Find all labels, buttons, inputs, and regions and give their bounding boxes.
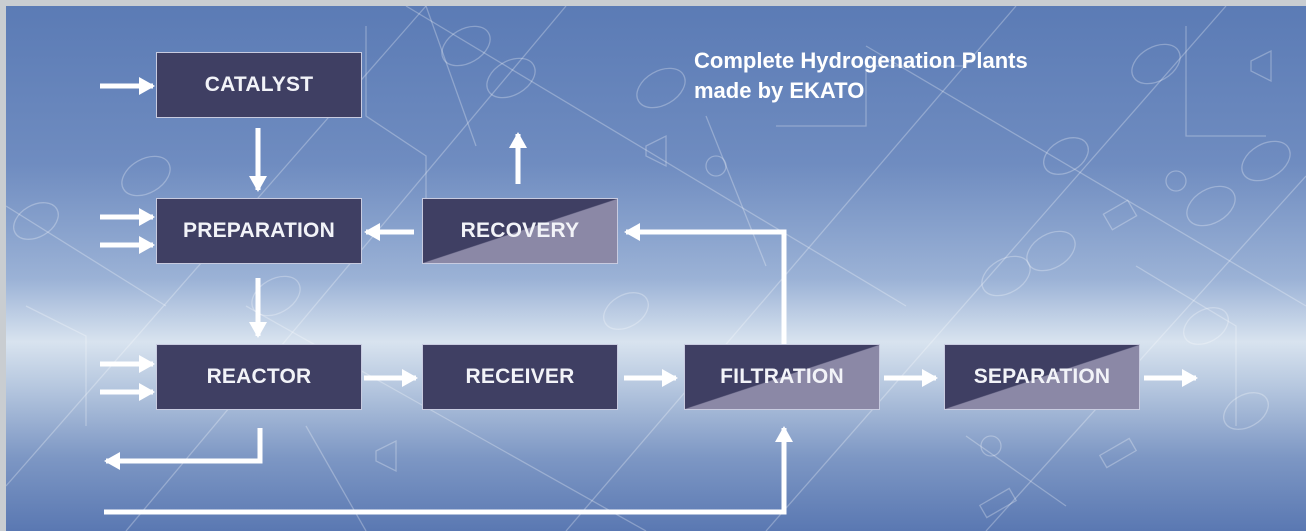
flow-arrows <box>100 77 1198 515</box>
receiver-box: RECEIVER <box>422 344 618 410</box>
receiver-label: RECEIVER <box>465 365 575 388</box>
diagram-title: Complete Hydrogenation Plants made by EK… <box>694 46 1114 106</box>
arrow-filtration-to-recovery <box>624 223 787 344</box>
separation-box: SEPARATION <box>944 344 1140 410</box>
arrow-bottom-loop-to-filtration <box>104 426 793 515</box>
schematic-background <box>6 6 1306 531</box>
recovery-label: RECOVERY <box>460 219 580 242</box>
recovery-box: RECOVERY <box>422 198 618 264</box>
preparation-label: PREPARATION <box>183 219 335 242</box>
catalyst-box: CATALYST <box>156 52 362 118</box>
arrow-reactor-return <box>104 428 263 470</box>
title-line-1: Complete Hydrogenation Plants <box>694 48 1028 73</box>
filtration-label: FILTRATION <box>720 365 844 388</box>
diagram-canvas: CATALYST PREPARATION RECOVERY REACTOR RE… <box>6 6 1306 531</box>
filtration-box: FILTRATION <box>684 344 880 410</box>
preparation-box: PREPARATION <box>156 198 362 264</box>
title-line-2: made by EKATO <box>694 78 865 103</box>
reactor-label: REACTOR <box>206 365 312 388</box>
reactor-box: REACTOR <box>156 344 362 410</box>
catalyst-label: CATALYST <box>204 73 314 96</box>
separation-label: SEPARATION <box>973 365 1111 388</box>
